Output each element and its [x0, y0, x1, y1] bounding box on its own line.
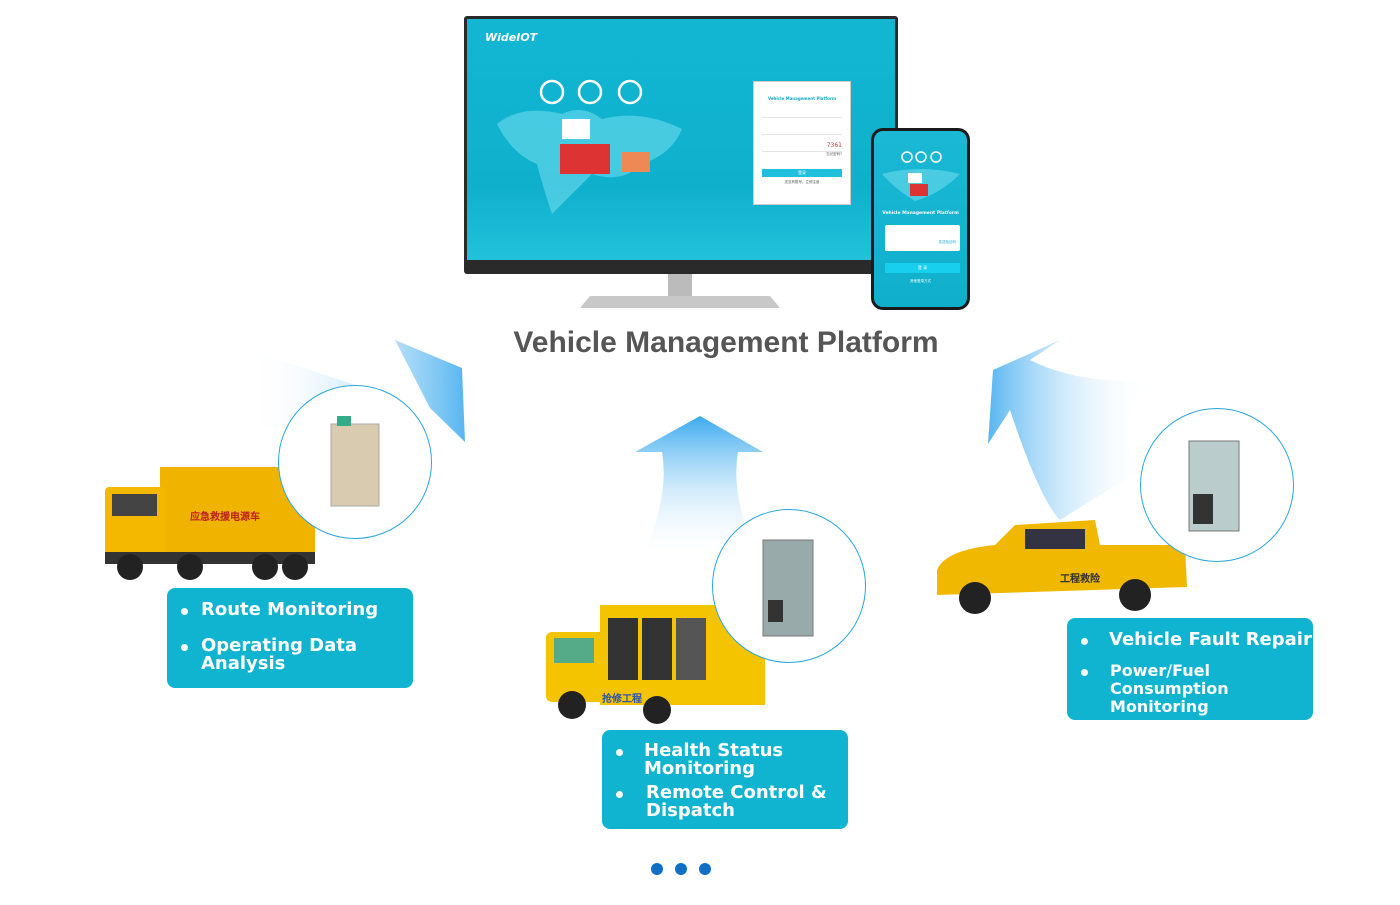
world-map-illustration: [497, 79, 682, 214]
feature-box-2: Health Status Monitoring Remote Control …: [602, 730, 848, 829]
device-circle-1: [278, 385, 432, 539]
page-title: Vehicle Management Platform: [513, 326, 939, 359]
monitor-screen: WideIOT Vehicle Management Platform 7361…: [467, 19, 895, 260]
power-truck-image: [105, 467, 315, 580]
captcha-image[interactable]: 7361: [826, 142, 842, 149]
login-title: Vehicle Management Platform: [767, 96, 837, 101]
feature-box-3: Vehicle Fault Repair Power/Fuel Consumpt…: [1067, 618, 1313, 720]
pagination-dot-1[interactable]: [651, 863, 663, 875]
monitor-stand: [580, 274, 780, 308]
phone-other-login: 其他登录方式: [910, 279, 931, 283]
login-button[interactable]: 登录: [762, 169, 842, 177]
send-code-link[interactable]: 发送验证码: [938, 240, 957, 244]
register-link[interactable]: 还没有账号，立即注册: [784, 180, 820, 184]
feature-item: Power/Fuel Consumption Monitoring: [1067, 662, 1307, 716]
phone-map-illustration: [882, 151, 960, 201]
username-input[interactable]: [762, 117, 842, 118]
repair-truck-image: [546, 605, 765, 724]
arrow-right: [988, 340, 1150, 520]
router-device-icon: [762, 539, 814, 637]
truck-label: 应急救援电源车: [190, 512, 260, 523]
phone-login-button[interactable]: 登 录: [885, 263, 960, 273]
device-circle-2: [712, 509, 866, 663]
feature-item: Route Monitoring: [167, 601, 413, 619]
phone-title: Vehicle Management Platform: [882, 211, 959, 216]
phone-login-form[interactable]: 发送验证码: [885, 225, 960, 251]
password-input[interactable]: [762, 134, 842, 135]
monitor: WideIOT Vehicle Management Platform 7361…: [464, 16, 898, 274]
router-device-icon: [1188, 440, 1240, 532]
truck-label: 工程救险: [1060, 574, 1100, 585]
pagination-dot-2[interactable]: [675, 863, 687, 875]
feature-item: Remote Control & Dispatch: [602, 784, 832, 820]
phone: Vehicle Management Platform 发送验证码 登 录 其他…: [871, 128, 970, 310]
brand-logo: WideIOT: [485, 31, 538, 44]
feature-item: Vehicle Fault Repair: [1067, 631, 1313, 649]
pickup-truck-image: [937, 520, 1187, 614]
gateway-device-icon: [330, 416, 380, 507]
device-circle-3: [1140, 408, 1294, 562]
captcha-input[interactable]: [762, 151, 842, 152]
forgot-link[interactable]: 忘记密码?: [826, 152, 842, 156]
login-panel: Vehicle Management Platform 7361 忘记密码? 登…: [753, 81, 851, 205]
pagination-dot-3[interactable]: [699, 863, 711, 875]
phone-screen: Vehicle Management Platform 发送验证码 登 录 其他…: [874, 131, 967, 307]
feature-item: Operating Data Analysis: [167, 637, 367, 673]
arrow-center: [635, 416, 763, 560]
feature-item: Health Status Monitoring: [602, 742, 802, 778]
truck-label: 抢修工程: [602, 694, 642, 705]
feature-box-1: Route Monitoring Operating Data Analysis: [167, 588, 413, 688]
